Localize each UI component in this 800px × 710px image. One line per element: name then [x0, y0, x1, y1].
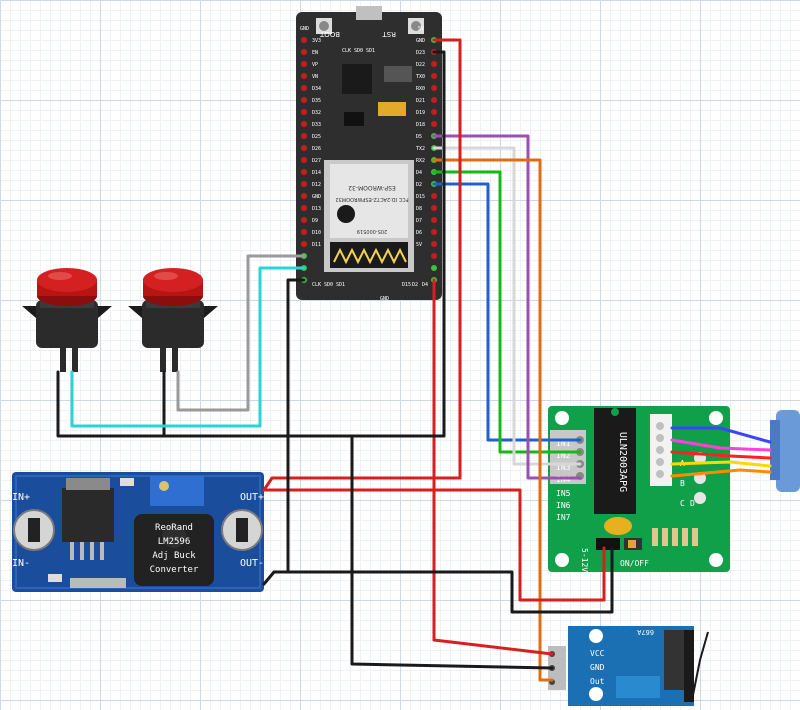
driver-letter-b: B: [680, 479, 685, 488]
esp32-pin-label-r-0: GND: [416, 38, 425, 44]
esp32-pin-label-r-2: D22: [416, 62, 425, 68]
esp32-pin-label-r-3: TX0: [416, 74, 425, 80]
driver-input-label-3: IN3: [556, 463, 571, 472]
esp32-pin-label-l-9: D26: [312, 146, 321, 152]
driver-letter-d: D: [690, 499, 695, 508]
esp32-small-gnd-label: GND: [380, 296, 389, 302]
esp32-pin-label-l-5: D35: [312, 98, 321, 104]
sensor-module-label: 667A: [636, 628, 654, 636]
esp32-top-right-label-5: D4: [422, 282, 428, 288]
push-button-right: [128, 268, 218, 372]
esp32-rst-label: RST: [382, 30, 396, 38]
buck-label-in-plus: IN+: [12, 492, 30, 503]
sensor-pin-gnd: GND: [590, 663, 605, 672]
wires: [56, 38, 772, 682]
esp32-module-fcc: FCC ID:2AC7Z-ESPWROOM32: [335, 196, 408, 202]
sensor-pin-out: Out: [590, 677, 605, 686]
esp32-top-right-label-0: CLK: [312, 282, 321, 288]
esp32-pin-label-l-13: GND: [312, 194, 321, 200]
esp32-pin-label-l-7: D33: [312, 122, 321, 128]
esp32-side-label-2: CLK: [342, 48, 351, 54]
esp32-pin-label-r-8: D5: [416, 134, 422, 140]
driver-input-label-5: IN5: [556, 489, 571, 498]
esp32-pin-label-l-14: D13: [312, 206, 321, 212]
esp32-pin-label-r-7: D18: [416, 122, 425, 128]
esp32-board: BOOT RST ESP-WROOM-32 FCC ID:2AC7Z-ESPWR…: [296, 6, 442, 302]
buck-label-out-plus: OUT+: [240, 492, 264, 503]
esp32-pin-label-l-6: D32: [312, 110, 321, 116]
esp32-pin-label-l-3: VN: [312, 74, 318, 80]
sensor-pin-vcc: VCC: [590, 649, 605, 658]
esp32-pin-label-l-11: D14: [312, 170, 321, 176]
esp32-pin-label-l-12: D12: [312, 182, 321, 188]
esp32-pin-label-l-16: D10: [312, 230, 321, 236]
esp32-pin-label-r-11: D4: [416, 170, 422, 176]
esp32-left-pin-header: [301, 37, 307, 283]
driver-power-label: 5-12V: [580, 548, 589, 572]
buck-brand-line-1: ReoRand: [155, 523, 193, 533]
buck-label-out-minus: OUT-: [240, 558, 264, 569]
esp32-top-right-label-4: D2: [412, 282, 418, 288]
esp32-top-right-label-3: D15: [402, 282, 411, 288]
esp32-pin-label-r-13: D15: [416, 194, 425, 200]
esp32-side-label-1: GND: [300, 26, 309, 32]
esp32-pin-label-r-16: D6: [416, 230, 422, 236]
buck-brand-line-4: Converter: [150, 565, 199, 575]
esp32-pin-label-r-12: D2: [416, 182, 422, 188]
esp32-boot-label: BOOT: [319, 30, 340, 38]
esp32-pin-label-r-9: TX2: [416, 146, 425, 152]
esp32-side-label-4: SD1: [366, 48, 375, 54]
esp32-pin-label-r-17: 5V: [416, 242, 422, 248]
buck-converter: IN+ IN- OUT+ OUT- ReoRand LM2596 Adj Buc…: [12, 472, 264, 592]
esp32-top-right-label-2: SD1: [336, 282, 345, 288]
driver-chip-label: ULN2003APG: [617, 432, 628, 492]
esp32-pin-label-r-14: D8: [416, 206, 422, 212]
esp32-pin-label-r-1: D23: [416, 50, 425, 56]
esp32-module-code: 205-000519: [357, 228, 387, 234]
push-button-left: [22, 268, 112, 372]
esp32-pin-label-l-2: VP: [312, 62, 318, 68]
driver-switch-label: ON/OFF: [620, 559, 649, 568]
esp32-pin-label-r-6: D19: [416, 110, 425, 116]
driver-input-label-6: IN6: [556, 501, 571, 510]
esp32-top-right-label-1: SD0: [324, 282, 333, 288]
esp32-pin-label-l-15: D9: [312, 218, 318, 224]
esp32-pin-label-l-17: D11: [312, 242, 321, 248]
stepper-motor-connector: [770, 410, 800, 492]
uln2003-driver-board: ULN2003APG IN5 IN6 IN7 A B C D 5-12V ON/…: [548, 406, 730, 572]
esp32-pin-label-r-15: D7: [416, 218, 422, 224]
driver-input-label-7: IN7: [556, 513, 571, 522]
esp32-pin-label-r-10: RX2: [416, 158, 425, 164]
esp32-side-label-0: 5V: [418, 26, 424, 32]
driver-letter-c: C: [680, 499, 685, 508]
buck-brand-line-2: LM2596: [158, 537, 191, 547]
driver-input-label-1: IN1: [556, 439, 571, 448]
esp32-pin-label-r-5: D21: [416, 98, 425, 104]
esp32-pin-label-l-4: D34: [312, 86, 321, 92]
driver-input-label-2: IN2: [556, 451, 571, 460]
esp32-pin-label-l-0: 3V3: [312, 38, 321, 44]
hall-sensor-module: VCC GND Out 667A: [548, 626, 709, 706]
esp32-pin-label-r-4: RX0: [416, 86, 425, 92]
esp32-side-label-3: SD0: [354, 48, 363, 54]
esp32-pin-label-l-8: D25: [312, 134, 321, 140]
esp32-module-name: ESP-WROOM-32: [348, 184, 396, 191]
esp32-pin-label-l-10: D27: [312, 158, 321, 164]
buck-label-in-minus: IN-: [12, 558, 30, 569]
buck-brand-line-3: Adj Buck: [152, 551, 196, 561]
esp32-pin-label-l-1: EN: [312, 50, 318, 56]
